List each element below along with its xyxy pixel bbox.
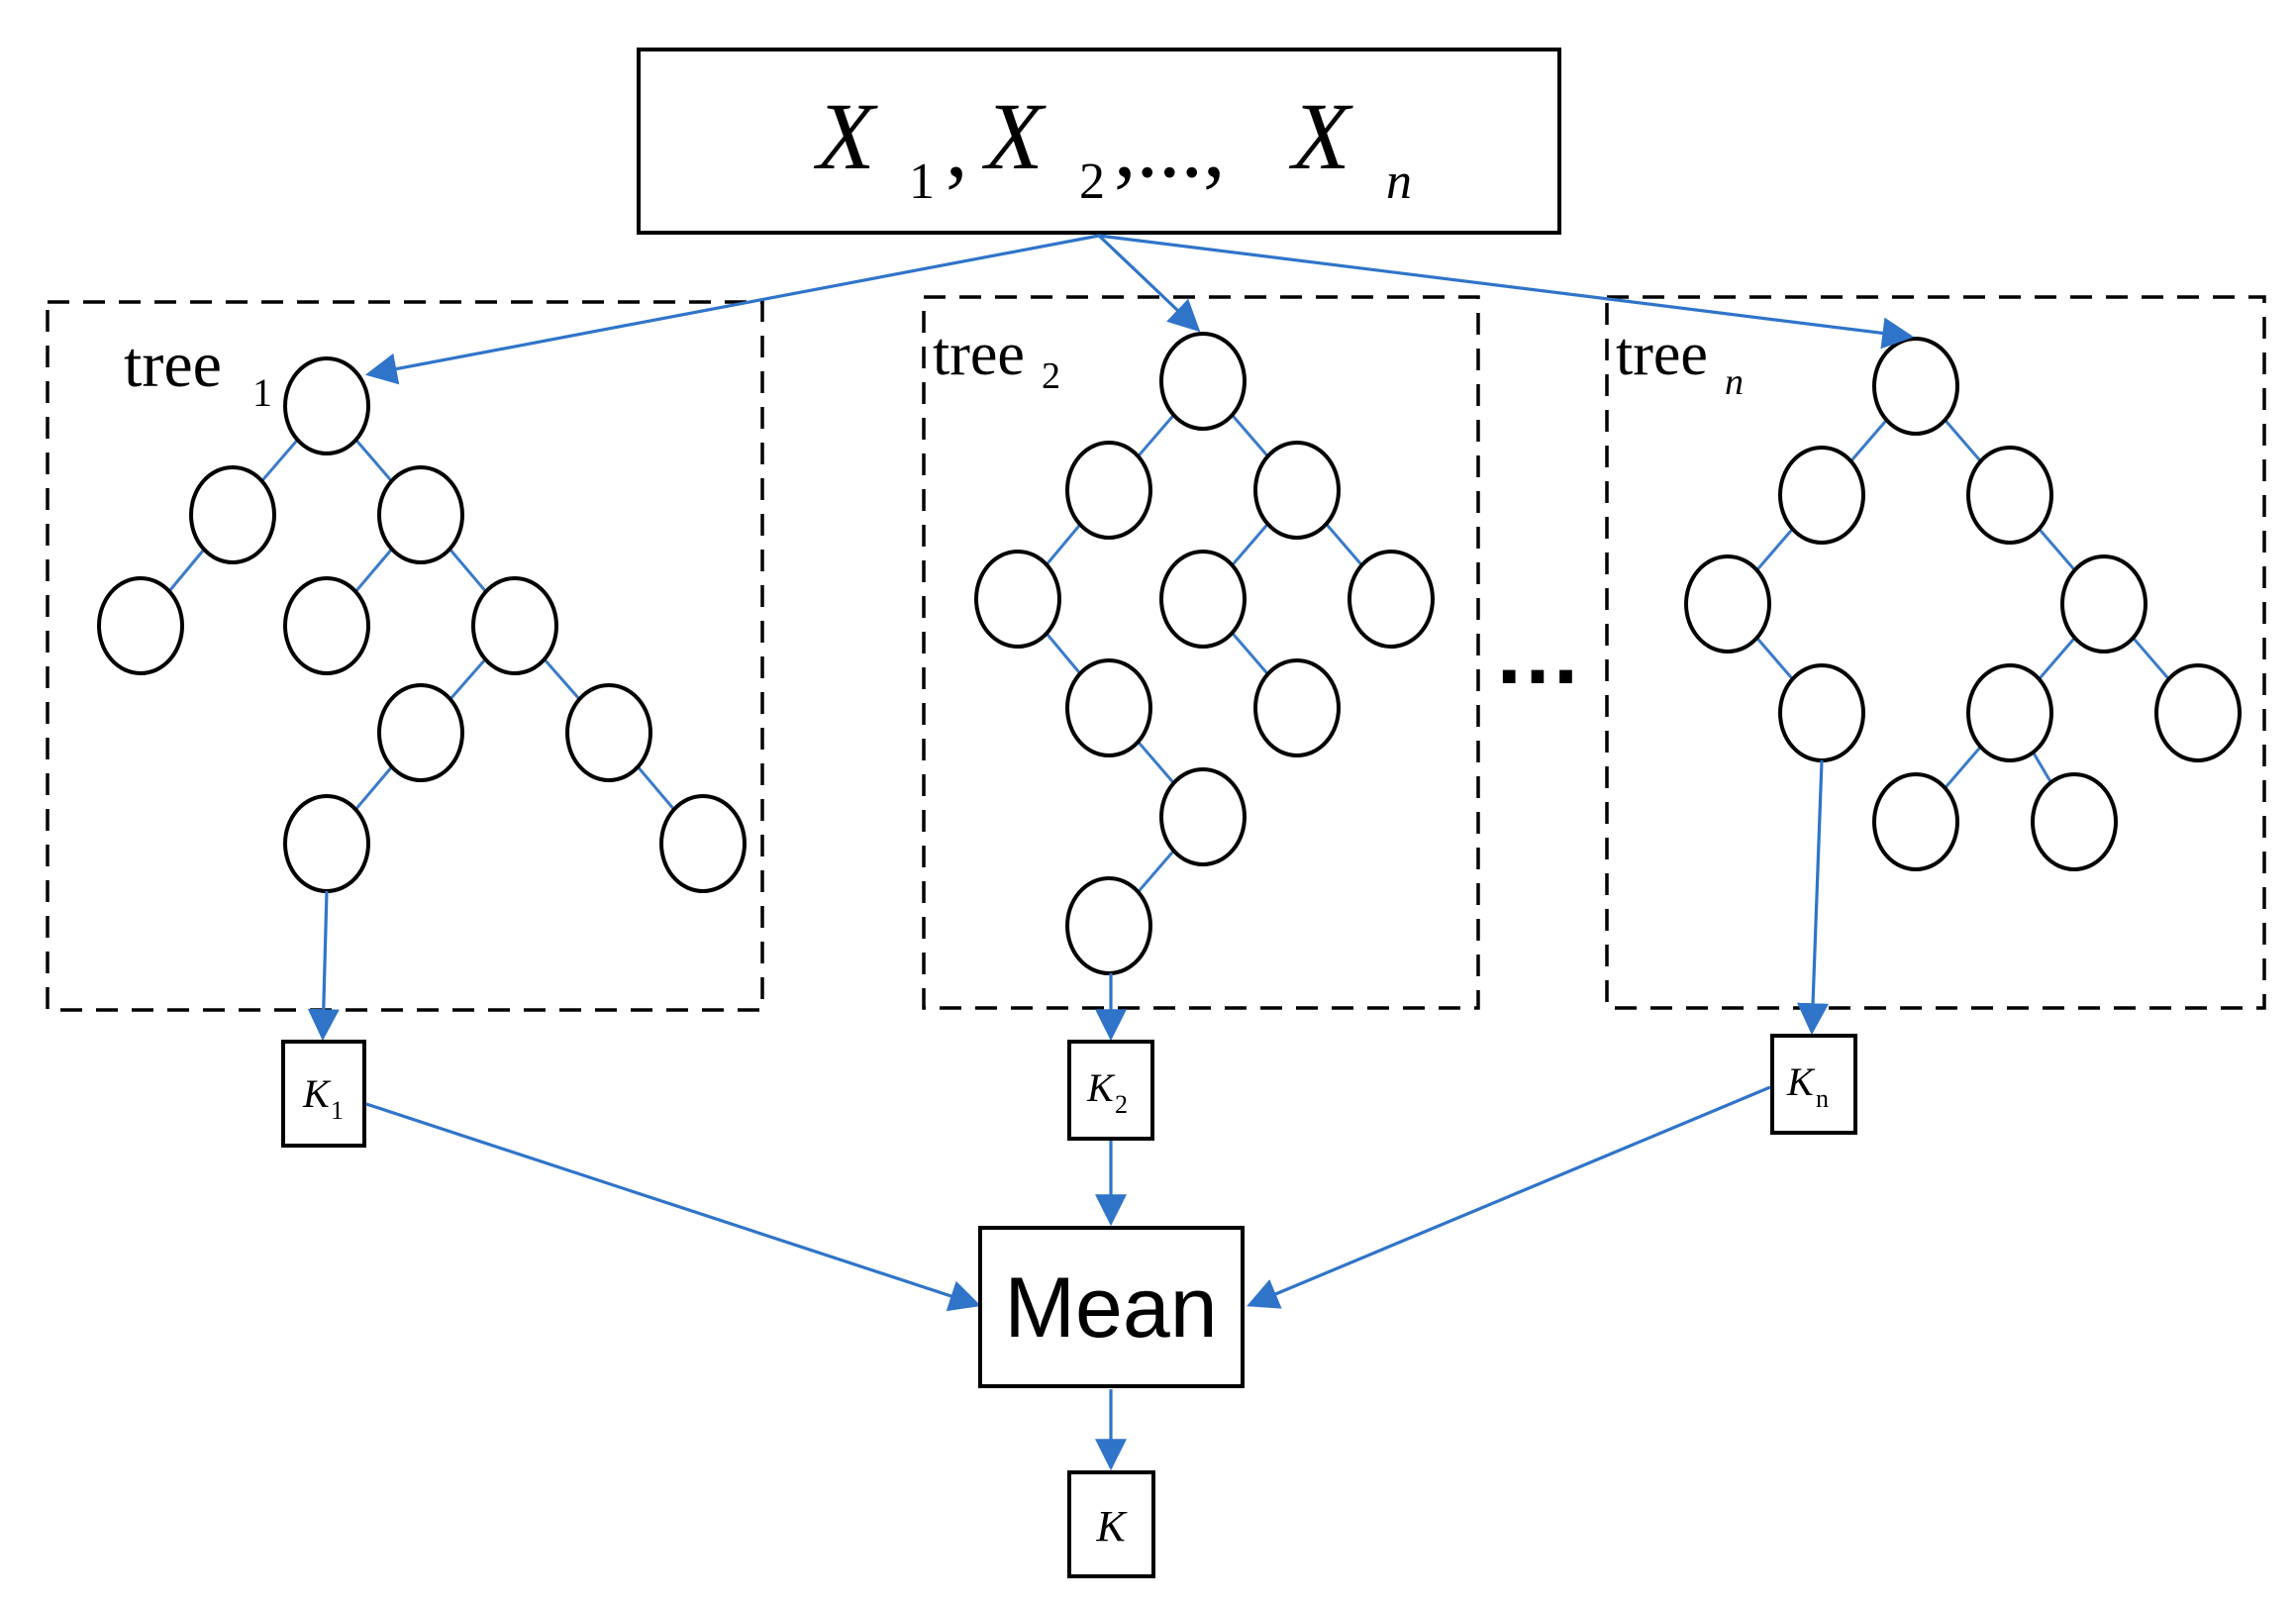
tree-n-node: [1778, 446, 1865, 545]
tree-1-container: [46, 300, 764, 1012]
tree-n-node: [2031, 772, 2118, 871]
final-output-label: K: [1095, 1502, 1128, 1551]
tree-2-node: [1159, 332, 1247, 431]
tree-2-container: [922, 295, 1480, 1010]
tree-2-node: [1348, 550, 1435, 649]
output-kn-box: K n: [1770, 1034, 1857, 1135]
tree-1-node: [565, 683, 652, 782]
final-output-box: K: [1067, 1470, 1155, 1578]
tree-2-nodes: [974, 332, 1435, 975]
output-kn-letter: K: [1786, 1059, 1816, 1104]
leaf-to-output-arrows: [307, 759, 1830, 1042]
tree-n-nodes: [1684, 337, 2242, 871]
input-to-tree-arrows: [364, 234, 1915, 385]
arrow-input-to-tree-2: [1097, 234, 1201, 333]
tree-1-node: [283, 576, 370, 675]
tree-2-sub: 2: [1042, 355, 1060, 397]
input-sub-n: n: [1386, 153, 1412, 210]
output-k1-letter: K: [302, 1071, 332, 1116]
output-k1-sub: 1: [331, 1096, 344, 1125]
input-xn: X: [1288, 83, 1353, 189]
tree-n-container: [1605, 295, 2266, 1010]
tree-2-node: [1159, 550, 1247, 649]
input-sub-1: 1: [909, 153, 935, 210]
more-trees-ellipsis: …: [1493, 604, 1582, 703]
input-ellipsis: ,...,: [1114, 98, 1226, 196]
tree-1-node: [283, 356, 370, 455]
tree-n-node: [1966, 663, 2053, 762]
output-to-mean-arrows: [365, 1085, 1771, 1312]
tree-1-node: [283, 794, 370, 893]
arrow-tree-1-to-k1: [307, 890, 340, 1042]
output-k2-box: K 2: [1067, 1040, 1154, 1141]
output-k1-box: K 1: [281, 1040, 366, 1148]
tree-n-node: [1684, 554, 1771, 654]
input-box: X 1 , X 2 ,..., X n: [637, 48, 1561, 235]
tree-1-node: [471, 576, 558, 675]
arrow-input-to-tree-n: [1098, 234, 1915, 350]
output-kn-sub: n: [1816, 1084, 1829, 1113]
tree-n-node: [1872, 337, 1959, 436]
tree-2-node: [1065, 658, 1152, 757]
input-x2: X: [981, 83, 1047, 189]
tree-1-node: [377, 683, 464, 782]
tree-2-node: [1065, 441, 1152, 540]
mean-box: Mean: [978, 1226, 1245, 1388]
tree-1-node: [659, 794, 747, 893]
tree-n-node: [1966, 446, 2053, 545]
arrow-input-to-tree-1: [364, 234, 1100, 385]
arrow-k1-to-mean: [365, 1102, 982, 1312]
input-comma-1: ,: [946, 98, 968, 196]
arrow-tree-n-to-kn: [1797, 759, 1830, 1036]
tree-n-node: [2060, 554, 2147, 654]
tree-1-nodes: [97, 356, 747, 893]
tree-2-node: [974, 550, 1061, 649]
tree-n-label: tree: [1616, 321, 1708, 388]
tree-2-node: [1253, 441, 1341, 540]
tree-2-label: tree: [933, 321, 1025, 388]
arrow-kn-to-mean: [1247, 1085, 1771, 1309]
mean-label: Mean: [1004, 1260, 1217, 1356]
tree-1-node: [189, 465, 276, 564]
tree-2-node: [1159, 767, 1247, 866]
input-x1: X: [813, 83, 878, 189]
tree-n-node: [1872, 772, 1959, 871]
tree-n-node: [1778, 663, 1865, 762]
tree-1-node: [377, 465, 464, 564]
tree-2-node: [1065, 876, 1152, 975]
tree-1-sub: 1: [252, 370, 272, 415]
tree-1-node: [97, 576, 184, 675]
tree-n-sub: n: [1725, 361, 1744, 403]
tree-1-label: tree: [124, 329, 222, 401]
output-k2-sub: 2: [1115, 1090, 1128, 1119]
tree-n-node: [2154, 663, 2242, 762]
tree-2-node: [1253, 658, 1341, 757]
input-sub-2: 2: [1079, 153, 1105, 210]
output-k2-letter: K: [1086, 1065, 1116, 1110]
